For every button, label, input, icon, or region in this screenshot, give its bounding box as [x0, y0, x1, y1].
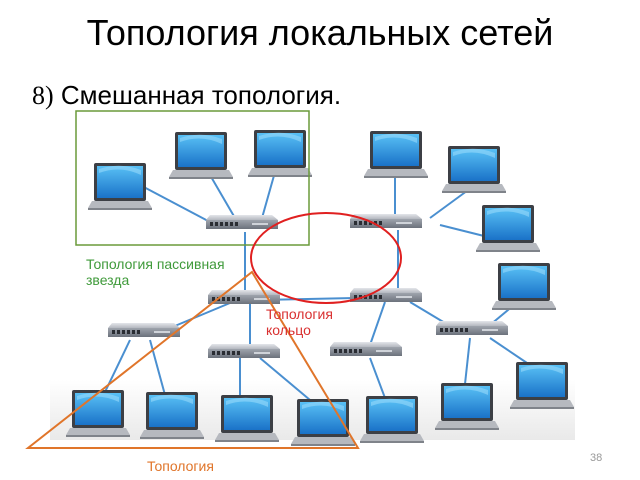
- laptop-icon: [442, 146, 506, 193]
- laptop-icon: [476, 205, 540, 252]
- laptop-icon: [492, 263, 556, 310]
- laptop-icon: [291, 399, 355, 446]
- network-hub-icon: [436, 321, 508, 335]
- page-number: 38: [590, 452, 603, 464]
- slide-title: Топология локальных сетей: [86, 12, 554, 53]
- network-hub-icon: [206, 215, 278, 229]
- network-hub-icon: [350, 214, 422, 228]
- label-passive-star: Топология пассивная звезда: [86, 256, 225, 288]
- laptop-icon: [360, 396, 424, 443]
- laptop-icon: [510, 362, 574, 409]
- ring-ellipse: [250, 212, 402, 304]
- network-hub-icon: [208, 344, 280, 358]
- slide-subtitle: 8) Смешанная топология.: [32, 80, 341, 111]
- subtitle-text: Смешанная топология.: [60, 80, 342, 110]
- network-hub-icon: [108, 323, 180, 337]
- laptop-icon: [169, 132, 233, 179]
- laptop-icon: [215, 395, 279, 442]
- subtitle-number: 8): [32, 81, 54, 110]
- label-tree: Топология: [147, 458, 214, 474]
- laptop-icon: [140, 392, 204, 439]
- network-hub-icon: [330, 342, 402, 356]
- passive-star-frame: [75, 110, 310, 246]
- network-hub-icon: [350, 288, 422, 302]
- laptop-icon: [364, 131, 428, 178]
- laptop-icon: [248, 130, 312, 177]
- laptop-icon: [435, 383, 499, 430]
- label-ring: Топология кольцо: [266, 306, 333, 338]
- laptop-icon: [88, 163, 152, 210]
- tree-triangle: [25, 270, 360, 449]
- laptop-icon: [66, 390, 130, 437]
